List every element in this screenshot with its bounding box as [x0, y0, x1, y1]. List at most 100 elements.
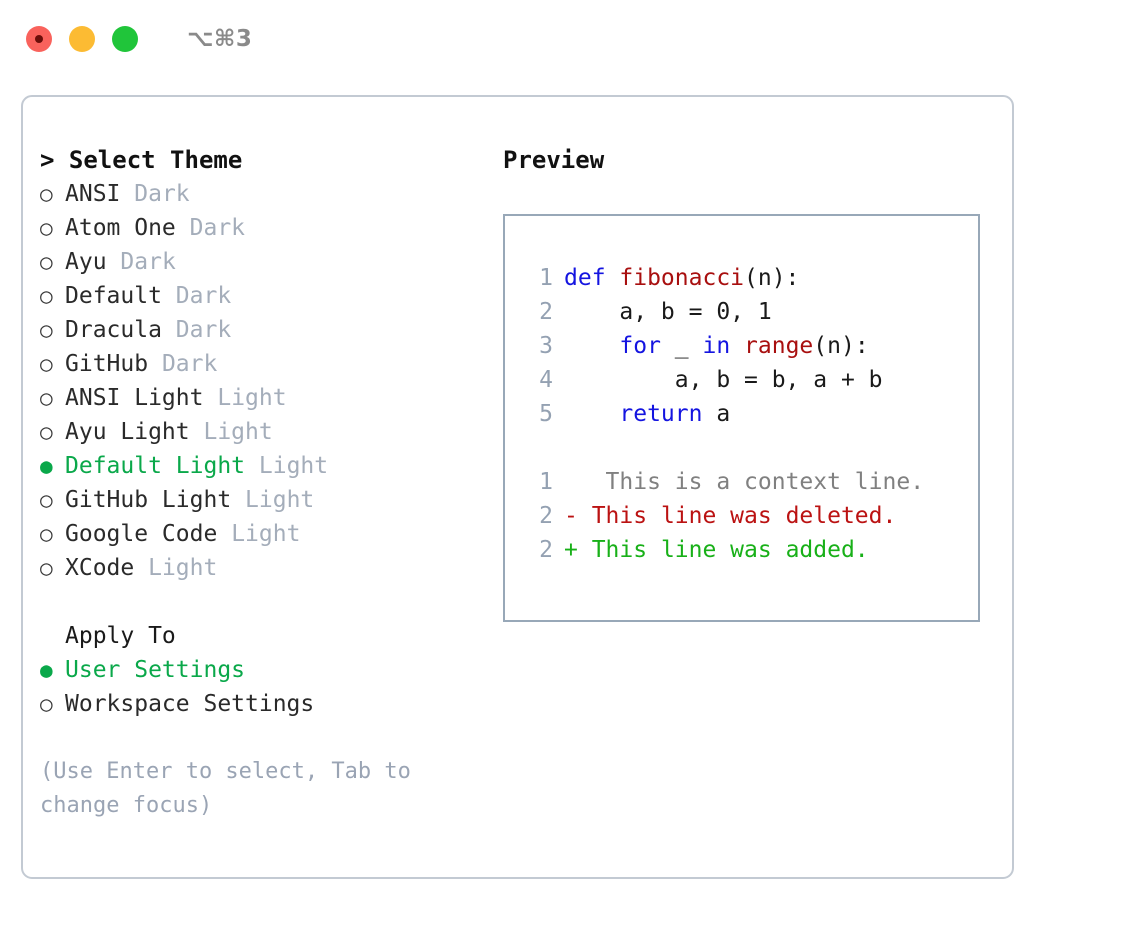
- label-gap: [148, 347, 162, 381]
- diff-line-content: This is a context line.: [564, 465, 925, 499]
- theme-option-variant-tag: Dark: [134, 181, 190, 207]
- code-token-txt: (n):: [813, 333, 869, 359]
- label-gap: [134, 551, 148, 585]
- card-columns: > Select Theme ○ANSI Dark○Atom One Dark○…: [23, 97, 1012, 877]
- code-line: 4 a, b = b, a + b: [523, 363, 978, 397]
- theme-option-atom-one[interactable]: ○Atom One Dark: [40, 211, 485, 245]
- close-button[interactable]: [26, 26, 52, 52]
- minimize-button[interactable]: [69, 26, 95, 52]
- theme-option-variant-tag: Dark: [120, 249, 176, 275]
- preview-heading: Preview: [503, 146, 605, 174]
- diff-line-text: This is a context line.: [577, 469, 925, 495]
- theme-option-label: Ayu Light: [65, 419, 190, 445]
- theme-option-label: ANSI Light: [65, 385, 204, 411]
- radio-unselected-icon: ○: [40, 284, 53, 308]
- line-number: 2: [539, 537, 553, 563]
- theme-option-ansi-light[interactable]: ○ ANSI Light Light: [40, 381, 485, 415]
- theme-option-ansi[interactable]: ○ANSI Dark: [40, 177, 485, 211]
- theme-option-variant-tag: Light: [217, 385, 287, 411]
- label-gap: [162, 313, 176, 347]
- code-token-kw: in: [702, 333, 731, 359]
- radio-unselected-icon: ○: [40, 488, 53, 512]
- line-number: 1: [539, 265, 553, 291]
- theme-option-ayu-light[interactable]: ○Ayu Light Light: [40, 415, 485, 449]
- diff-marker: -: [564, 503, 578, 529]
- line-number: 2: [539, 503, 553, 529]
- code-token-txt: [730, 333, 744, 359]
- code-line: 5 return a: [523, 397, 978, 431]
- zoom-button[interactable]: [112, 26, 138, 52]
- line-number: 2: [539, 299, 553, 325]
- code-token-kw: return: [619, 401, 703, 427]
- label-gap: [245, 449, 259, 483]
- theme-option-github-light[interactable]: ○ GitHub Light Light: [40, 483, 485, 517]
- diff-line: 2 - This line was deleted.: [523, 499, 978, 533]
- apply-to-option-workspace-settings[interactable]: ○ Workspace Settings: [40, 687, 485, 721]
- code-token-kw: def: [564, 265, 620, 291]
- select-theme-heading: > Select Theme: [40, 146, 243, 174]
- section-spacer: [40, 585, 485, 619]
- hint-spacer: [40, 721, 485, 755]
- label-gap: [217, 517, 231, 551]
- theme-option-google-code[interactable]: ○Google Code Light: [40, 517, 485, 551]
- diff-gap: [523, 431, 978, 465]
- apply-to-option-user-settings[interactable]: ●User Settings: [40, 653, 485, 687]
- theme-picker-card: > Select Theme ○ANSI Dark○Atom One Dark○…: [21, 95, 1014, 879]
- code-line-content: for _ in range(n):: [564, 329, 869, 363]
- code-token-kw: for: [619, 333, 661, 359]
- theme-option-label: Atom One: [65, 215, 176, 241]
- theme-option-label: Ayu: [65, 249, 107, 275]
- radio-unselected-icon: ○: [40, 556, 53, 580]
- theme-option-label: GitHub Light: [65, 487, 232, 513]
- theme-option-github[interactable]: ○ GitHub Dark: [40, 347, 485, 381]
- radio-selected-icon: ●: [40, 454, 53, 478]
- radio-unselected-icon: ○: [40, 250, 53, 274]
- diff-line-content: + This line was added.: [564, 533, 869, 567]
- theme-option-variant-tag: Light: [203, 419, 273, 445]
- theme-option-default[interactable]: ○ Default Dark: [40, 279, 485, 313]
- radio-unselected-icon: ○: [40, 692, 53, 716]
- code-line: 2 a, b = 0, 1: [523, 295, 978, 329]
- code-token-txt: a, b = 0, 1: [564, 299, 772, 325]
- theme-option-variant-tag: Light: [245, 487, 315, 513]
- apply-to-option-label: Workspace Settings: [65, 691, 315, 717]
- traffic-lights: [26, 26, 138, 52]
- line-number: 5: [539, 401, 553, 427]
- diff-line-text: This line was added.: [577, 537, 869, 563]
- code-line-content: a, b = 0, 1: [564, 295, 772, 329]
- theme-option-variant-tag: Light: [258, 453, 329, 479]
- window-titlebar: ⌥⌘3: [0, 0, 1140, 78]
- diff-line-content: - This line was deleted.: [564, 499, 896, 533]
- theme-selection-column: > Select Theme ○ANSI Dark○Atom One Dark○…: [23, 143, 485, 877]
- theme-option-label: GitHub: [65, 351, 149, 377]
- theme-option-label: Dracula: [65, 317, 162, 343]
- theme-option-dracula[interactable]: ○Dracula Dark: [40, 313, 485, 347]
- theme-option-variant-tag: Dark: [175, 283, 232, 309]
- code-line: 3 for _ in range(n):: [523, 329, 978, 363]
- label-gap: [231, 483, 245, 517]
- label-gap: [190, 415, 204, 449]
- code-token-txt: a, b = b, a + b: [564, 367, 883, 393]
- radio-unselected-icon: ○: [40, 182, 53, 206]
- theme-option-variant-tag: Dark: [161, 351, 218, 377]
- theme-option-ayu[interactable]: ○ Ayu Dark: [40, 245, 485, 279]
- code-token-txt: _: [660, 333, 703, 359]
- theme-option-label: Default: [65, 283, 162, 309]
- radio-unselected-icon: ○: [40, 352, 53, 376]
- radio-selected-icon: ●: [40, 658, 53, 682]
- theme-option-xcode[interactable]: ○XCode Light: [40, 551, 485, 585]
- theme-option-label: Default Light: [65, 453, 246, 479]
- radio-unselected-icon: ○: [40, 386, 53, 410]
- theme-option-default-light[interactable]: ● Default Light Light: [40, 449, 485, 483]
- theme-option-variant-tag: Light: [231, 521, 301, 547]
- keyboard-shortcut-label: ⌥⌘3: [187, 26, 253, 52]
- label-gap: [162, 279, 176, 313]
- apply-to-option-list: ●User Settings ○ Workspace Settings: [40, 653, 485, 721]
- diff-line: 1 This is a context line.: [523, 465, 978, 499]
- code-token-txt: [564, 401, 619, 427]
- radio-unselected-icon: ○: [40, 318, 53, 342]
